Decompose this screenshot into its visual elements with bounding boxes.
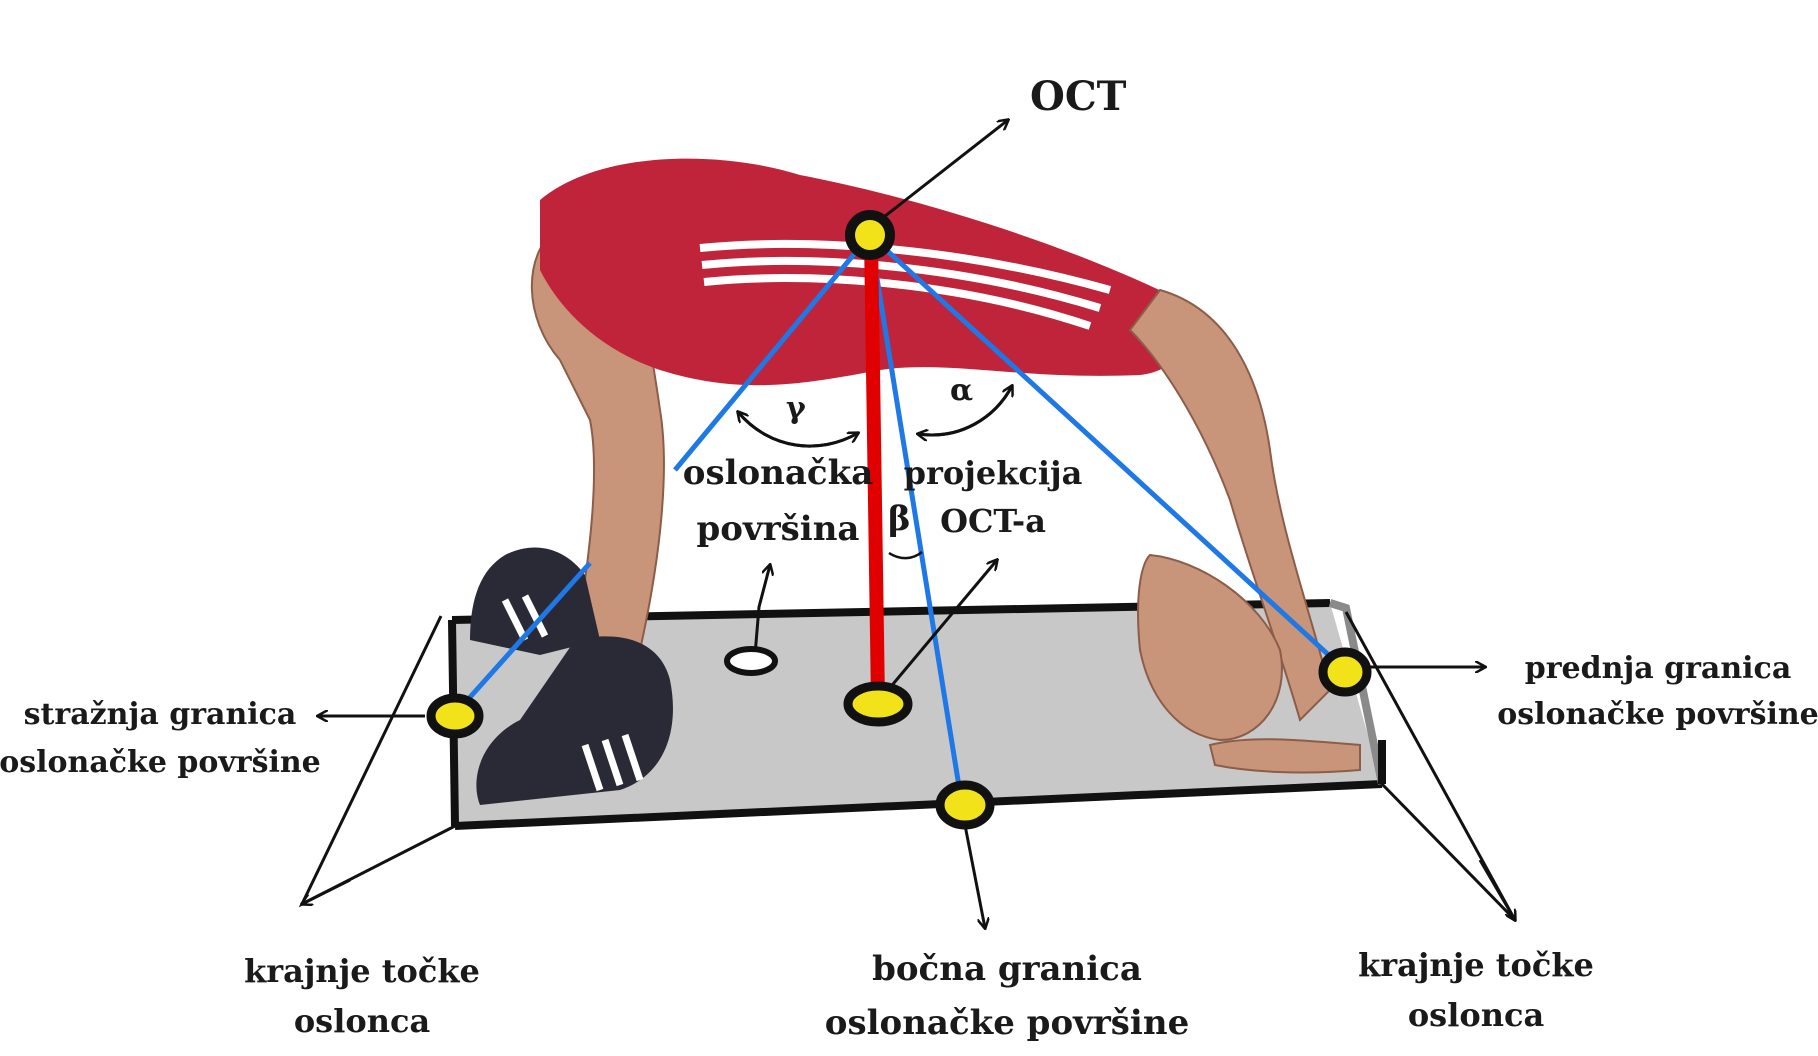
angle-beta-label: β — [888, 499, 911, 539]
support-area-label-1: oslonačka — [683, 453, 873, 493]
arrow-to-cog-label — [880, 120, 1008, 220]
front-boundary-label-2: oslonačke površine — [1497, 697, 1818, 732]
side-boundary-label-2: oslonačke površine — [825, 1003, 1189, 1043]
projection-label-2: OCT-a — [940, 502, 1046, 540]
angle-beta-arc — [889, 552, 922, 558]
support-area-label-2: površina — [697, 509, 860, 549]
front-boundary-marker — [1323, 652, 1367, 692]
end-points-left-label-2: oslonca — [294, 1002, 430, 1040]
rear-boundary-label-2: oslonačke površine — [0, 745, 321, 780]
side-boundary-marker — [940, 785, 990, 825]
angle-alpha-label: α — [950, 373, 973, 408]
wrestler-hand — [1210, 739, 1360, 772]
arrows-end-points-left — [302, 616, 455, 904]
end-points-left-label-1: krajnje točke — [244, 952, 480, 990]
rear-boundary-marker — [431, 698, 479, 734]
end-points-right-label-2: oslonca — [1408, 996, 1544, 1034]
projection-label-1: projekcija — [904, 454, 1083, 492]
front-boundary-label-1: prednja granica — [1525, 651, 1792, 686]
end-points-right-label-1: krajnje točke — [1358, 946, 1594, 984]
cog-marker — [850, 215, 890, 255]
rear-boundary-label-1: stražnja granica — [24, 697, 297, 732]
support-area-marker — [727, 649, 775, 673]
side-boundary-label-1: bočna granica — [872, 949, 1142, 989]
wrestler-singlet — [540, 159, 1189, 386]
angle-gamma-label: γ — [786, 391, 806, 426]
projection-marker — [848, 686, 908, 722]
arrow-side-boundary — [964, 820, 985, 928]
cog-label: OCT — [1030, 73, 1127, 120]
